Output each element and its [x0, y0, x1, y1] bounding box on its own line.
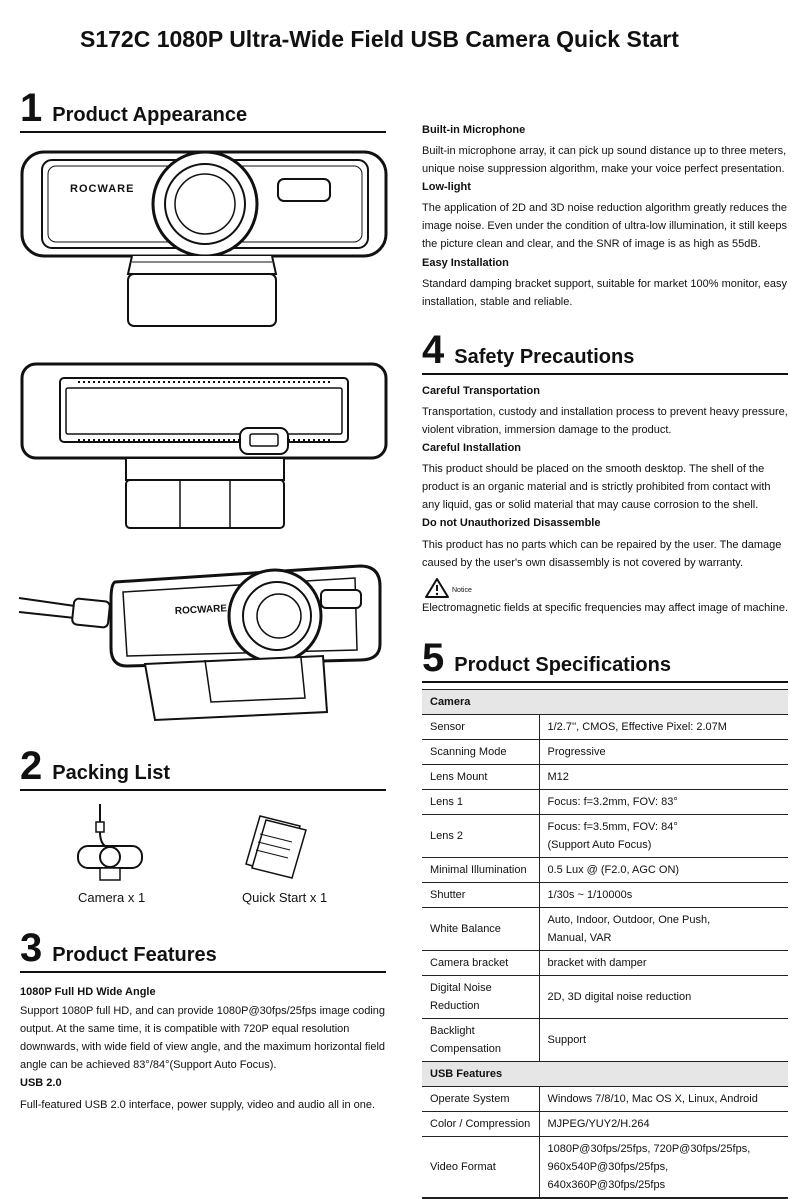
section-2-number: 2 [20, 744, 43, 788]
warning-triangle-icon [425, 578, 449, 598]
packing-quickstart-label: Quick Start x 1 [242, 890, 328, 905]
spec-key: Shutter [422, 882, 540, 908]
feature-4-title: Low-light [422, 181, 471, 193]
section-2-title: Packing List [52, 762, 171, 784]
section-2-header: 2 Packing List [20, 746, 386, 791]
spec-value: Focus: f=3.5mm, FOV: 84°(Support Auto Fo… [539, 814, 788, 858]
spec-value: Support [539, 1018, 788, 1062]
safety-2-text: This product should be placed on the smo… [422, 463, 771, 511]
section-1-header: 1 Product Appearance [20, 88, 386, 133]
spec-value: Auto, Indoor, Outdoor, One Push,Manual, … [539, 907, 788, 951]
safety-3-text: This product has no parts which can be r… [422, 539, 782, 569]
spec-key: Lens Mount [422, 764, 540, 790]
quickstart-packing-icon [245, 815, 307, 879]
spec-group-row: Camera [422, 689, 788, 715]
spec-key: White Balance [422, 907, 540, 951]
safety-3-title: Do not Unauthorized Disassemble [422, 517, 601, 529]
spec-value: bracket with damper [539, 950, 788, 976]
spec-value: Focus: f=3.2mm, FOV: 83° [539, 789, 788, 815]
spec-group-label: USB Features [422, 1061, 788, 1087]
feature-2-text: Full-featured USB 2.0 interface, power s… [20, 1099, 376, 1111]
spec-value: 0.5 Lux @ (F2.0, AGC ON) [539, 857, 788, 883]
spec-key: Operate System [422, 1086, 540, 1112]
spec-value: M12 [539, 764, 788, 790]
spec-value: Windows 7/8/10, Mac OS X, Linux, Android [539, 1086, 788, 1112]
spec-value: 2D, 3D digital noise reduction [539, 975, 788, 1019]
spec-key: Scanning Mode [422, 739, 540, 765]
feature-2-title: USB 2.0 [20, 1077, 62, 1089]
section-4-number: 4 [422, 328, 445, 372]
svg-text:ROCWARE: ROCWARE [175, 603, 228, 617]
camera-perspective-illustration: ROCWARE [18, 564, 382, 722]
spec-key: Video Format [422, 1136, 540, 1199]
safety-1-title: Careful Transportation [422, 385, 540, 397]
notice-text: Electromagnetic fields at specific frequ… [422, 602, 789, 614]
section-5-number: 5 [422, 636, 445, 680]
section-3-title: Product Features [52, 944, 217, 966]
camera-front-illustration: ROCWARE [20, 150, 388, 327]
spec-key: Lens 1 [422, 789, 540, 815]
safety-1-text: Transportation, custody and installation… [422, 406, 788, 436]
section-3-header: 3 Product Features [20, 928, 386, 973]
feature-1-text: Support 1080P full HD, and can provide 1… [20, 1005, 386, 1071]
safety-2-title: Careful Installation [422, 442, 522, 454]
section-1-title: Product Appearance [52, 104, 248, 126]
section-1-number: 1 [20, 86, 43, 130]
section-5-title: Product Specifications [454, 654, 671, 676]
spec-value: 1080P@30fps/25fps, 720P@30fps/25fps,960x… [539, 1136, 788, 1199]
notice-label: Notice [452, 587, 472, 594]
spec-value: 1/2.7'', CMOS, Effective Pixel: 2.07M [539, 714, 788, 740]
section-4-header: 4 Safety Precautions [422, 330, 788, 375]
section-5-header: 5 Product Specifications [422, 638, 788, 683]
camera-back-illustration [20, 362, 388, 529]
section-4-title: Safety Precautions [454, 346, 635, 368]
spec-key: Lens 2 [422, 814, 540, 858]
packing-camera-label: Camera x 1 [78, 890, 146, 905]
spec-value: Progressive [539, 739, 788, 765]
spec-key: Camera bracket [422, 950, 540, 976]
feature-1-title: 1080P Full HD Wide Angle [20, 986, 156, 998]
spec-group-label: Camera [422, 689, 788, 715]
spec-key: Color / Compression [422, 1111, 540, 1137]
document-title: S172C 1080P Ultra-Wide Field USB Camera … [80, 26, 679, 52]
section-3-number: 3 [20, 926, 43, 970]
feature-4-text: The application of 2D and 3D noise reduc… [422, 202, 788, 250]
spec-key: Minimal Illumination [422, 857, 540, 883]
spec-value: 1/30s ~ 1/10000s [539, 882, 788, 908]
brand-logo-text: ROCWARE [70, 183, 134, 195]
spec-group-row: USB Features [422, 1061, 788, 1087]
feature-5-title: Easy Installation [422, 257, 509, 269]
feature-5-text: Standard damping bracket support, suitab… [422, 278, 788, 308]
spec-value: MJPEG/YUY2/H.264 [539, 1111, 788, 1137]
feature-3-title: Built-in Microphone [422, 124, 526, 136]
spec-key: Sensor [422, 714, 540, 740]
feature-3-text: Built-in microphone array, it can pick u… [422, 145, 787, 175]
camera-packing-icon [77, 804, 143, 881]
